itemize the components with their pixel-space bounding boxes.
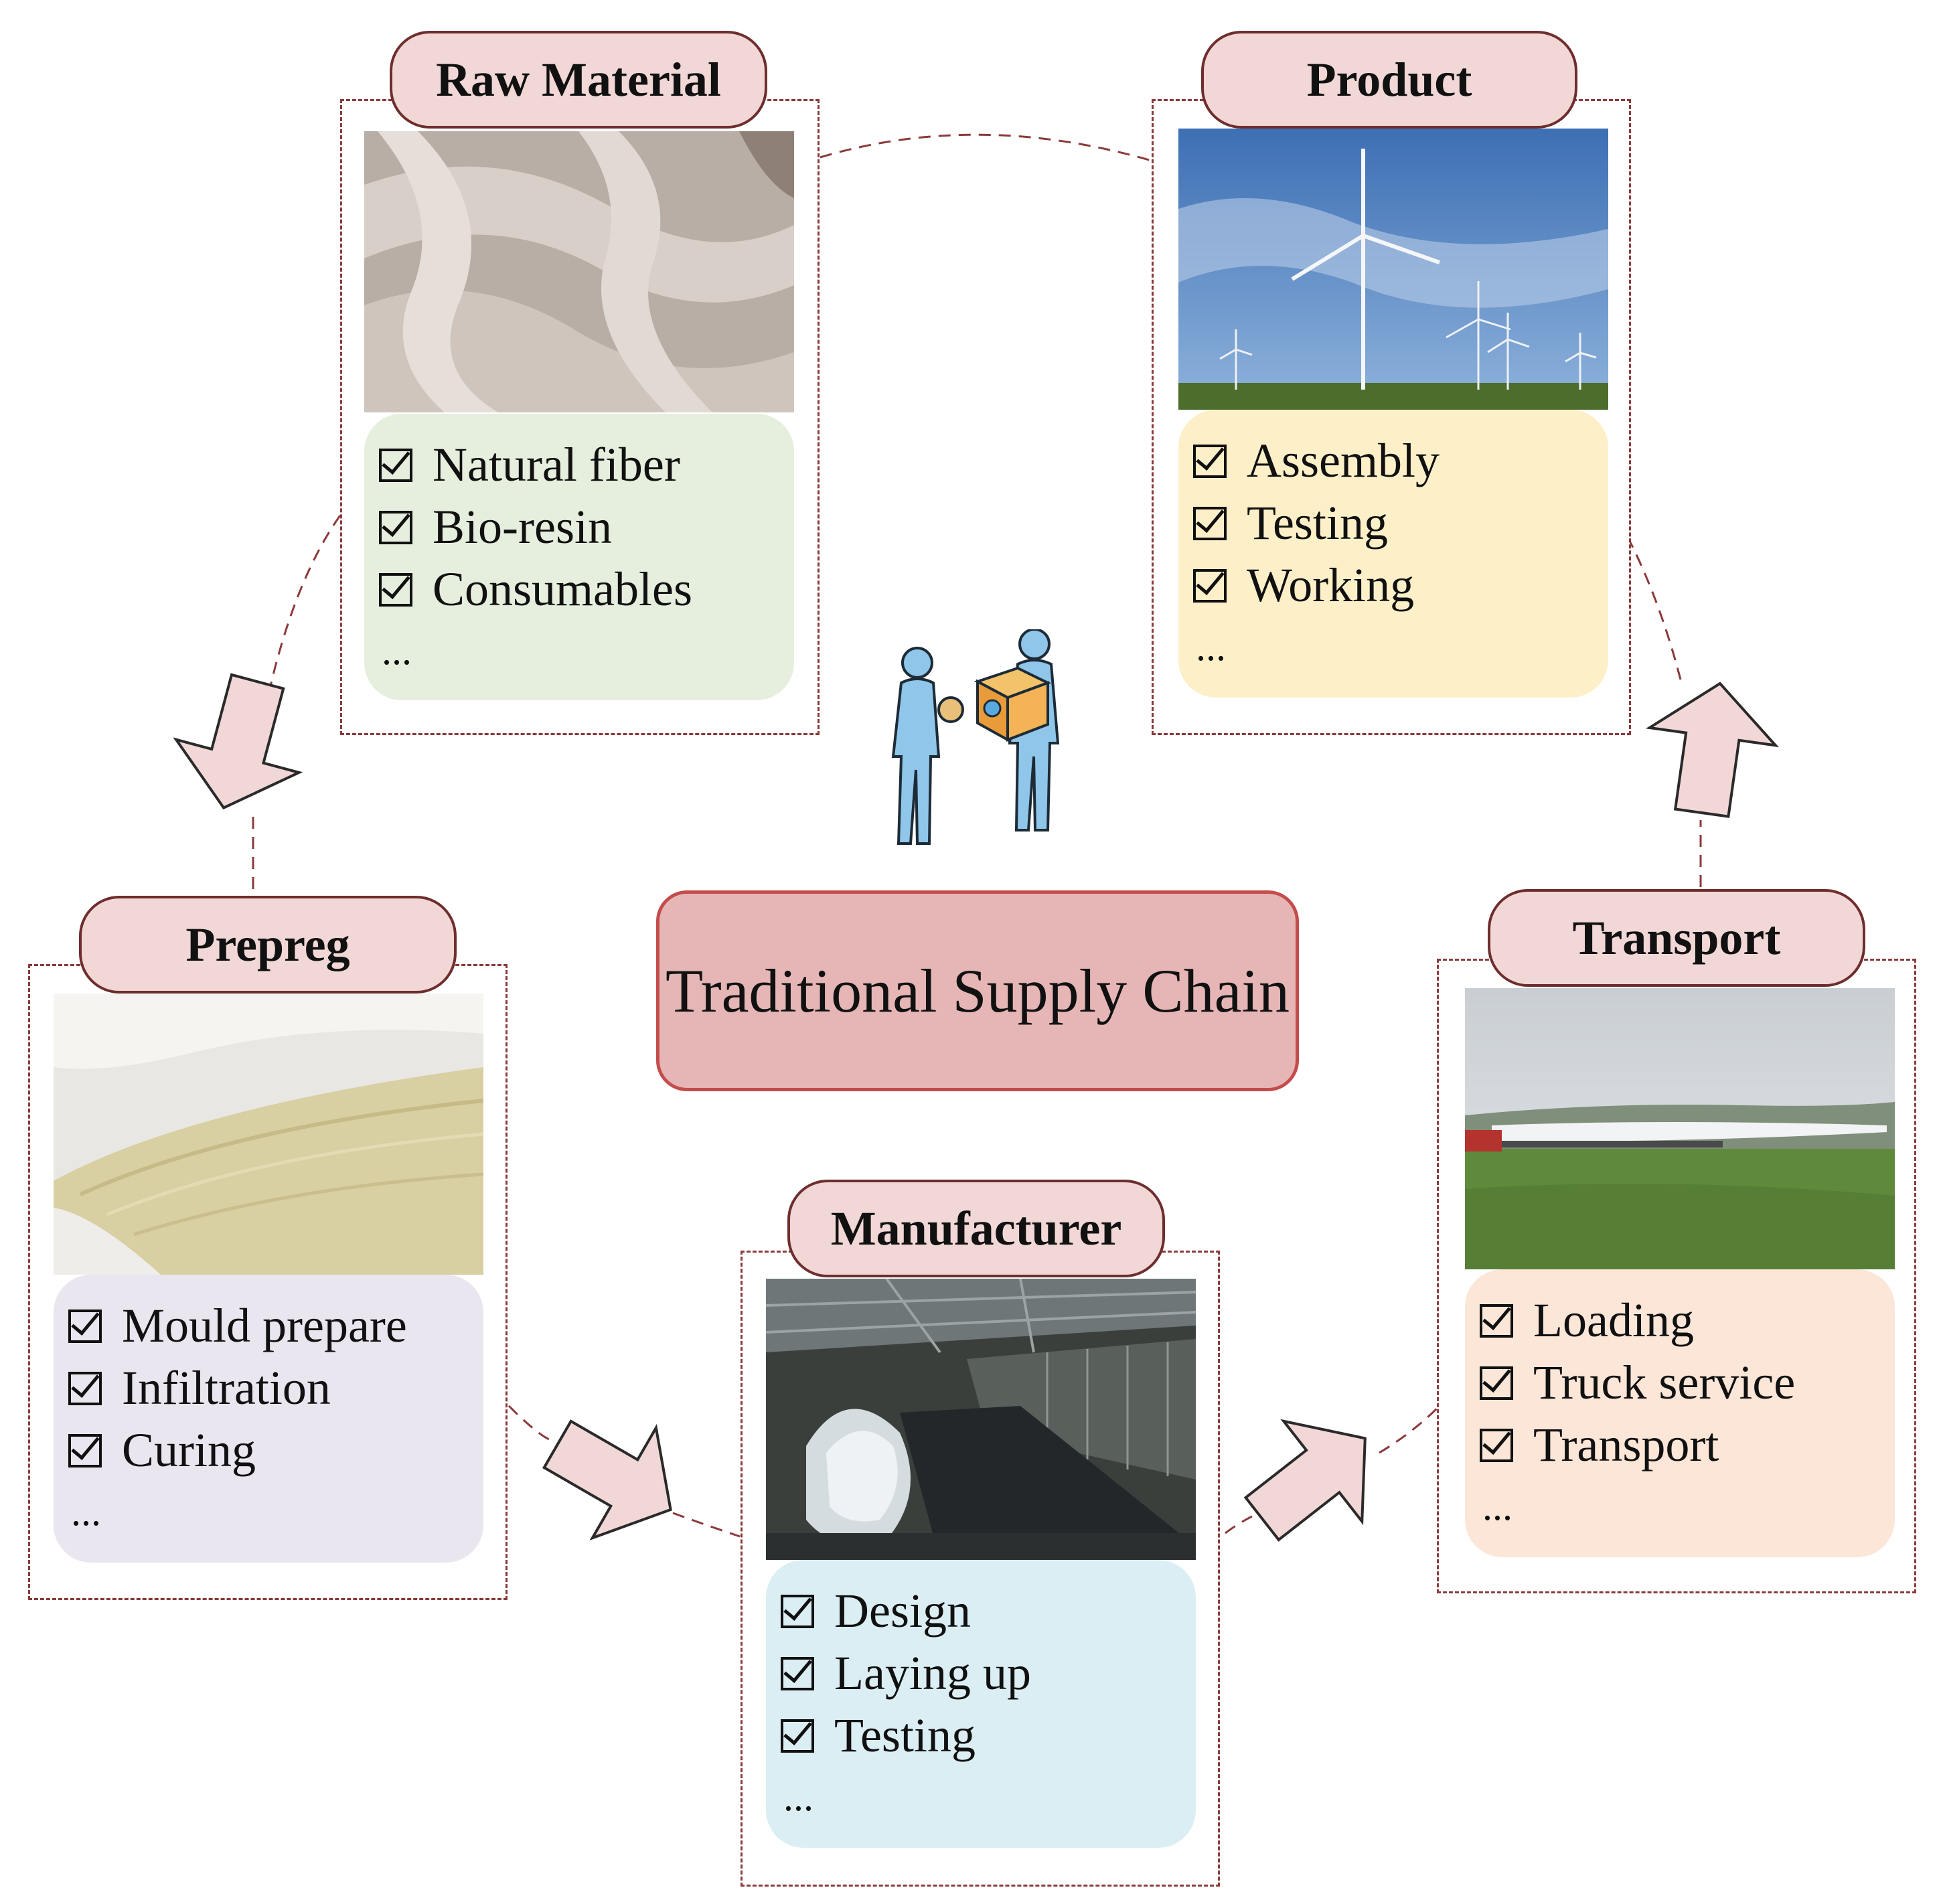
checklist-prepreg: Mould prepare Infiltration Curing ...: [54, 1275, 483, 1563]
block-arrow-icon: [1243, 1419, 1367, 1542]
connector-raw-to-product: [820, 133, 1152, 162]
checklist-item: Mould prepare: [68, 1295, 469, 1357]
checklist-item: Testing: [781, 1704, 1181, 1767]
checkbox-icon: [379, 510, 412, 544]
checkbox-icon: [1193, 444, 1227, 478]
checklist-item: Loading: [1480, 1289, 1880, 1352]
checklist-more: ...: [71, 1490, 101, 1534]
photo-blade-truck: [1465, 988, 1895, 1269]
checklist-item: Testing: [1193, 492, 1594, 554]
photo-prepreg-sheet: [54, 994, 483, 1275]
checklist-item: Working: [1193, 554, 1594, 617]
stage-title-transport: Transport: [1488, 889, 1865, 987]
checkbox-icon: [1480, 1366, 1513, 1400]
checklist-item: Natural fiber: [379, 434, 779, 496]
checklist-raw-material: Natural fiber Bio-resin Consumables ...: [364, 414, 794, 700]
checkbox-icon: [379, 448, 412, 482]
connector-arrow-to-transport: [1379, 1405, 1441, 1454]
checklist-product: Assembly Testing Working ...: [1178, 410, 1608, 698]
checkbox-icon: [1193, 568, 1227, 603]
checklist-item: Bio-resin: [379, 496, 779, 558]
checkbox-icon: [68, 1433, 102, 1467]
diagram-title: Traditional Supply Chain: [656, 890, 1299, 1091]
checklist-item: Curing: [68, 1419, 469, 1482]
photo-wind-turbines: [1178, 129, 1608, 410]
checkbox-icon: [68, 1309, 102, 1343]
checkbox-icon: [379, 572, 412, 607]
checklist-item: Laying up: [781, 1642, 1181, 1704]
connector-manufacturer-to-arrow: [1225, 1515, 1253, 1534]
checklist-more: ...: [382, 629, 412, 673]
checklist-item: Consumables: [379, 558, 779, 621]
checklist-more: ...: [1482, 1484, 1512, 1528]
connector-prepreg-to-manufacturer: [508, 1405, 550, 1441]
checklist-transport: Loading Truck service Transport ...: [1465, 1269, 1895, 1557]
connector-arrow-to-product: [1629, 542, 1682, 680]
block-arrow-icon: [173, 673, 303, 810]
block-arrow-icon: [542, 1419, 672, 1541]
connector-arrow-to-manufacturer: [672, 1512, 741, 1538]
checkbox-icon: [781, 1719, 814, 1753]
checklist-item: Infiltration: [68, 1357, 469, 1419]
checklist-item: Transport: [1480, 1414, 1880, 1476]
stage-title-product: Product: [1201, 31, 1577, 129]
checkbox-icon: [1480, 1428, 1513, 1462]
checkbox-icon: [1480, 1303, 1513, 1338]
checklist-more: ...: [1196, 625, 1226, 669]
checkbox-icon: [781, 1594, 814, 1628]
block-arrow-icon: [1646, 682, 1780, 818]
stage-title-manufacturer: Manufacturer: [787, 1180, 1165, 1277]
checkbox-icon: [68, 1371, 102, 1405]
checklist-manufacturer: Design Laying up Testing ...: [766, 1560, 1196, 1848]
stage-title-raw-material: Raw Material: [390, 31, 767, 129]
checklist-item: Design: [781, 1580, 1181, 1642]
photo-natural-fiber: [364, 131, 794, 412]
stage-title-prepreg: Prepreg: [79, 896, 457, 994]
checkbox-icon: [1193, 506, 1227, 540]
checklist-item: Assembly: [1193, 430, 1594, 492]
connector-raw-to-prepreg: [260, 515, 341, 730]
photo-factory-hall: [766, 1279, 1196, 1560]
checklist-item: Truck service: [1480, 1352, 1880, 1414]
checkbox-icon: [781, 1656, 814, 1690]
two-people-exchange-icon: [891, 629, 1060, 845]
checklist-more: ...: [783, 1775, 813, 1819]
